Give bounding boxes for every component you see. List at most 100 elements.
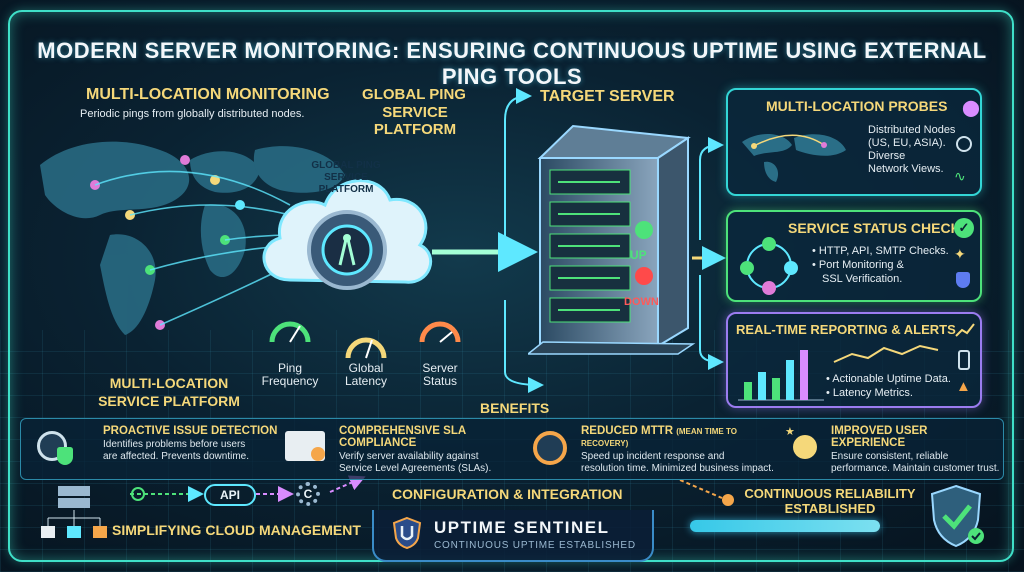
status-line3: SSL Verification.: [822, 273, 903, 285]
security-shield-check-icon: [930, 484, 984, 548]
benefit-mttr-title: REDUCED MTTR: [581, 425, 673, 437]
panel-multi-location-probes: MULTI-LOCATION PROBES ⬤ Distributed Node…: [726, 88, 982, 196]
status-title: SERVICE STATUS CHECKS: [788, 220, 971, 236]
mini-world-map-icon: [742, 134, 846, 182]
gauge-3-line1: Server: [422, 361, 458, 375]
cloud-gear-icon: [262, 179, 433, 290]
benefits-label: BENEFITS: [480, 400, 550, 416]
reporting-text: • Actionable Uptime Data. • Latency Metr…: [826, 372, 951, 400]
benefit-mttr-text: REDUCED MTTR (MEAN TIME TO RECOVERY) Spe…: [581, 425, 785, 475]
trend-chart-icon: [955, 323, 975, 337]
status-line2: • Port Monitoring &: [812, 259, 904, 271]
bottom-platform-label: MULTI-LOCATION SERVICE PLATFORM: [94, 374, 244, 410]
reporting-line2: • Latency Metrics.: [826, 387, 913, 399]
handshake-icon: ✦: [954, 246, 966, 262]
benefit-mttr-desc1: Speed up incident response and: [581, 451, 725, 462]
benefit-ux-title: IMPROVED USER EXPERIENCE: [831, 425, 928, 449]
reporting-line1: • Actionable Uptime Data.: [826, 373, 951, 385]
status-line1: • HTTP, API, SMTP Checks.: [812, 245, 949, 257]
brand-name: UPTIME SENTINEL: [434, 518, 610, 537]
brand-tagline: CONTINUOUS UPTIME ESTABLISHED: [434, 540, 636, 551]
cloud-label-2: SERVICE PLATFORM: [318, 172, 374, 195]
gear-icon: C: [296, 482, 320, 506]
brand-shield-icon: [392, 516, 422, 550]
clock-icon: [956, 136, 972, 152]
clock-shield-icon: [35, 425, 73, 471]
probes-line1: Distributed Nodes: [868, 124, 956, 136]
panel-reporting-alerts: REAL-TIME REPORTING & ALERTS • Actionabl…: [726, 312, 982, 408]
cloud-label-1: GLOBAL PING: [311, 160, 381, 171]
shield-icon: [956, 272, 970, 288]
benefit-sla: COMPREHENSIVE SLA COMPLIANCE Verify serv…: [285, 425, 525, 475]
benefit-ux-text: IMPROVED USER EXPERIENCE Ensure consiste…: [831, 425, 1001, 475]
benefit-mttr-desc2: resolution time. Minimized business impa…: [581, 463, 774, 474]
check-circle-icon: ✓: [954, 218, 974, 238]
brand-box: UPTIME SENTINEL CONTINUOUS UPTIME ESTABL…: [372, 510, 654, 562]
speedometer-wrench-icon: [531, 425, 569, 471]
global-latency-gauge-icon: [345, 337, 387, 359]
gauge-1-line1: Ping: [277, 361, 303, 375]
gauge-3-line2: Status: [422, 374, 458, 388]
reliability-progress-bar: [690, 520, 880, 532]
benefit-sla-text: COMPREHENSIVE SLA COMPLIANCE Verify serv…: [339, 425, 535, 475]
world-map: [40, 141, 345, 335]
happy-user-icon: ★: [785, 425, 823, 471]
benefit-ux: ★ IMPROVED USER EXPERIENCE Ensure consis…: [785, 425, 999, 475]
reporting-title: REAL-TIME REPORTING & ALERTS: [736, 322, 956, 337]
benefit-sla-desc2: Service Level Agreements (SLAs).: [339, 463, 492, 474]
probes-text: Distributed Nodes (US, EU, ASIA). Divers…: [868, 124, 955, 176]
reliability-line1: CONTINUOUS RELIABILITY: [744, 486, 916, 501]
target-server-label: TARGET SERVER: [540, 88, 675, 105]
benefit-ux-desc2: performance. Maintain customer trust.: [831, 463, 1000, 474]
bar-chart-icon: [738, 350, 824, 401]
bottom-platform-label-1: MULTI-LOCATION: [109, 375, 229, 391]
benefit-proactive-title: PROACTIVE ISSUE DETECTION: [103, 425, 278, 437]
page-title: MODERN SERVER MONITORING: ENSURING CONTI…: [37, 38, 987, 89]
status-cycle-icon: [740, 237, 798, 295]
configuration-label: CONFIGURATION & INTEGRATION: [392, 486, 623, 502]
bottom-platform-label-2: SERVICE PLATFORM: [98, 393, 240, 409]
multi-location-heading: MULTI-LOCATION MONITORING: [86, 86, 330, 103]
benefit-mttr-title-small: (MEAN TIME TO RECOVERY): [581, 427, 737, 448]
pulse-icon: ∿: [954, 168, 966, 184]
gauge-2-line2: Latency: [344, 374, 388, 388]
network-topology-icon: [41, 486, 107, 538]
reliability-label: CONTINUOUS RELIABILITY ESTABLISHED: [740, 486, 920, 516]
phone-icon: [958, 350, 970, 370]
benefit-mttr: REDUCED MTTR (MEAN TIME TO RECOVERY) Spe…: [531, 425, 781, 475]
probes-title: MULTI-LOCATION PROBES: [766, 98, 948, 114]
bell-icon: ▲: [956, 378, 971, 395]
gauge-1-line2: Frequency: [261, 374, 319, 388]
benefit-ux-desc1: Ensure consistent, reliable: [831, 451, 949, 462]
benefit-sla-title: COMPREHENSIVE SLA COMPLIANCE: [339, 425, 466, 449]
benefits-bar: PROACTIVE ISSUE DETECTION Identifies pro…: [20, 418, 1004, 480]
benefit-sla-desc1: Verify server availability against: [339, 451, 479, 462]
status-text: • HTTP, API, SMTP Checks. • Port Monitor…: [812, 244, 949, 286]
server-up-label: UP: [630, 248, 647, 262]
server-rack-icon: [528, 124, 696, 355]
benefit-proactive-text: PROACTIVE ISSUE DETECTION Identifies pro…: [103, 425, 289, 463]
gauge-2-line1: Global: [348, 361, 384, 375]
benefit-proactive-desc2: are affected. Prevents downtime.: [103, 451, 250, 462]
benefit-proactive: PROACTIVE ISSUE DETECTION Identifies pro…: [35, 425, 277, 475]
cloud-management-label: SIMPLIFYING CLOUD MANAGEMENT: [112, 522, 361, 538]
ping-frequency-gauge-icon: [269, 321, 311, 343]
platform-label-2: SERVICE PLATFORM: [373, 104, 457, 138]
probes-line3: Diverse: [868, 150, 906, 162]
location-pin-icon: ⬤: [962, 100, 980, 117]
api-badge: API: [204, 484, 256, 506]
platform-label-1: GLOBAL PING: [362, 86, 466, 103]
reliability-line2: ESTABLISHED: [784, 501, 876, 516]
probes-line2: (US, EU, ASIA).: [868, 137, 946, 149]
benefit-proactive-desc1: Identifies problems before users: [103, 439, 246, 450]
probes-line4: Network Views.: [868, 163, 944, 175]
panel-service-status-checks: SERVICE STATUS CHECKS ✓ • HTTP, API, SMT…: [726, 210, 982, 302]
cloud-label: GLOBAL PING SERVICE PLATFORM: [296, 160, 396, 196]
server-down-label: DOWN: [624, 296, 659, 308]
certificate-icon: [285, 425, 325, 471]
